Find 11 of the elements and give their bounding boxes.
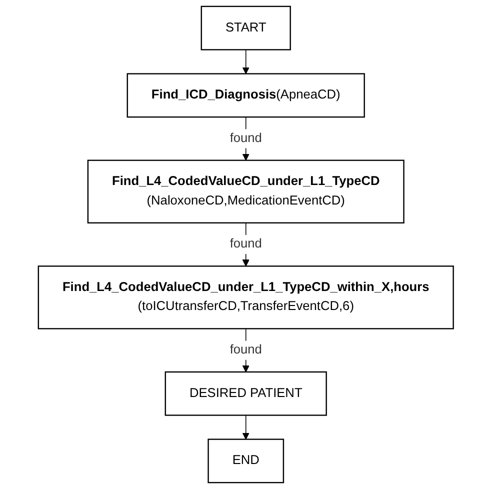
node-box: Find_ICD_Diagnosis(ApneaCD) — [126, 73, 365, 118]
arrow — [242, 49, 250, 74]
node-box: DESIRED PATIENT — [164, 371, 327, 416]
edge-label: found — [229, 237, 262, 251]
edge-label: found — [229, 131, 262, 146]
node-box: START — [200, 6, 291, 50]
node-box: END — [207, 438, 284, 484]
edge-label: found — [229, 343, 262, 357]
node-box: Find_L4_CodedValueCD_under_L1_TypeCD (NaloxoneCD,MedicationEventCD) — [86, 160, 404, 224]
node-box: Find_L4_CodedValueCD_under_L1_TypeCD_within_X,hours (toICUtransferCD,TransferEventCD,6) — [37, 266, 454, 330]
arrow — [242, 414, 250, 440]
